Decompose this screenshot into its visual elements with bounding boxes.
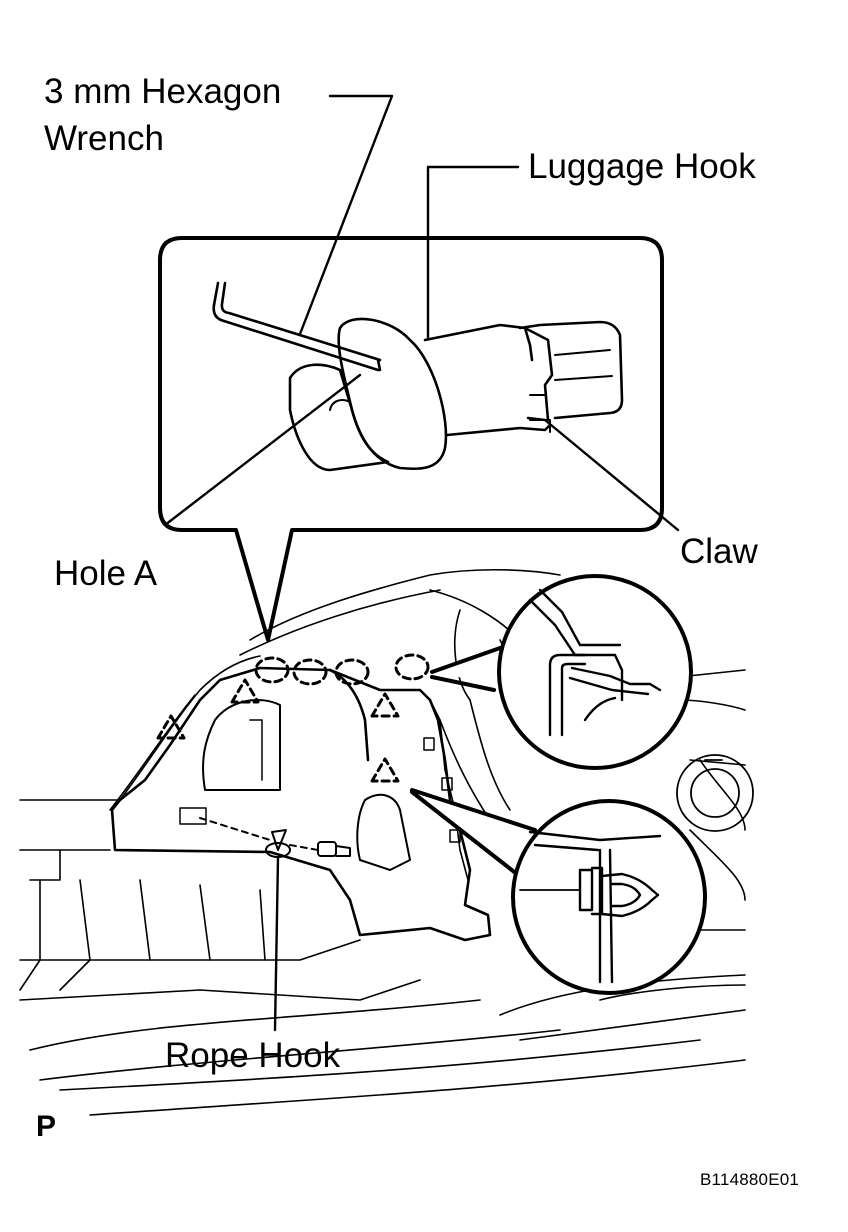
hole-a-label: Hole A — [54, 554, 158, 593]
figure-code: B114880E01 — [700, 1170, 800, 1189]
claw-markers — [156, 678, 400, 783]
view-marker: P — [36, 1110, 57, 1143]
claw-label: Claw — [680, 532, 758, 571]
detail-callout-frame — [158, 236, 664, 642]
rope-hook-label: Rope Hook — [165, 1036, 341, 1075]
hexagon-wrench-label-line2: Wrench — [44, 119, 164, 158]
clip-markers — [254, 653, 430, 686]
zoom-circle-clip — [410, 788, 707, 995]
clip-detail-lines — [519, 830, 662, 984]
luggage-hook-drawing — [212, 281, 624, 472]
hexagon-wrench-label-line1: 3 mm Hexagon — [44, 72, 282, 111]
leader-lines — [163, 94, 680, 1032]
vehicle-body-lines — [19, 568, 746, 1116]
speaker-ring — [676, 754, 754, 832]
luggage-hook-label: Luggage Hook — [528, 147, 756, 186]
claw-detail-lines — [528, 588, 662, 737]
